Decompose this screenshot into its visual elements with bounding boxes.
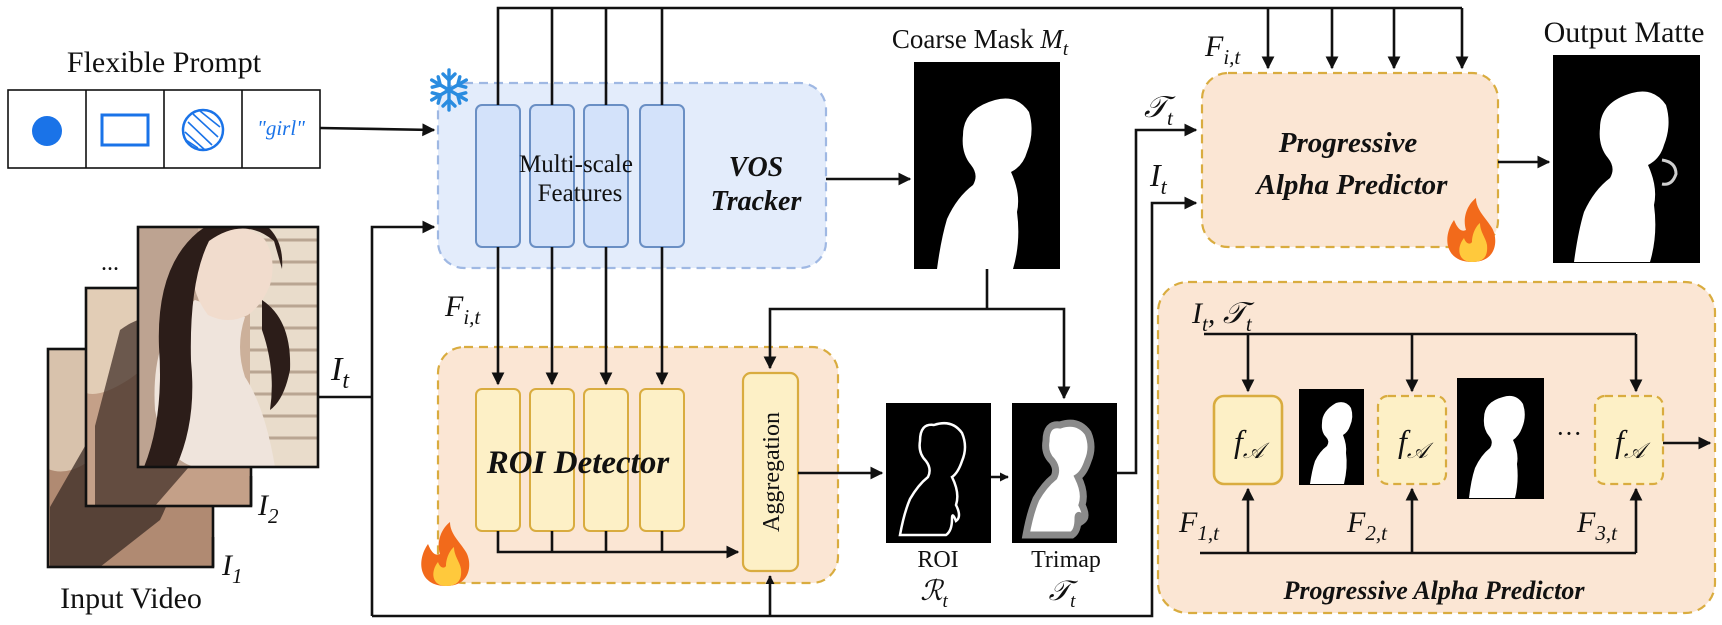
detail-inputs-label: It, 𝒯t <box>1191 297 1255 336</box>
detail-f2-label: F2,t <box>1346 506 1388 545</box>
roi-label: ROI <box>917 547 958 573</box>
alpha-block-1 <box>1212 394 1284 486</box>
roi-detector-title: ROI Detector <box>486 445 671 481</box>
alpha-block-2 <box>1376 394 1448 486</box>
point-prompt-icon <box>32 116 62 146</box>
coarse-mask-image <box>914 62 1060 269</box>
vos-title-line2: Tracker <box>711 186 803 217</box>
alpha-predictor-title-line2: Alpha Predictor <box>1255 169 1449 201</box>
features-label-line1: Multi-scale <box>519 151 633 178</box>
connections <box>318 6 1712 618</box>
predictor-image-input: It <box>1149 157 1168 199</box>
frames-ellipsis: ... <box>101 250 119 276</box>
flexible-prompt-title: Flexible Prompt <box>67 46 262 79</box>
flame-icon <box>1447 198 1496 262</box>
features-label-line2: Features <box>538 180 623 207</box>
alpha-block-3 <box>1593 394 1665 486</box>
intermediate-matte-2 <box>1457 378 1544 499</box>
trimap-label: Trimap <box>1031 547 1101 573</box>
output-matte-label: Output Matte <box>1544 16 1705 49</box>
flame-icon <box>421 522 470 586</box>
detail-f3-label: F3,t <box>1576 506 1618 545</box>
prompt-row: "girl" <box>7 89 321 169</box>
frame-2-label: I2 <box>257 489 279 528</box>
output-matte-image <box>1553 55 1700 263</box>
scribble-prompt-icon <box>181 108 225 152</box>
frame-1-label: I1 <box>221 549 243 588</box>
box-prompt-icon <box>100 113 150 147</box>
alpha-predictor-title-line1: Progressive <box>1278 127 1418 159</box>
frame-t <box>136 225 320 469</box>
snowflake-icon <box>430 68 468 112</box>
vos-title-line1: VOS <box>729 152 783 183</box>
detail-f1-label: F1,t <box>1178 506 1220 545</box>
vos-feature-label: Fi,t <box>444 290 481 329</box>
detail-panel-title: Progressive Alpha Predictor <box>1283 576 1586 605</box>
frame-t-label: It <box>330 351 350 394</box>
roi-image <box>886 403 991 543</box>
trimap-image <box>1012 403 1117 543</box>
alpha-predictor-box <box>1200 71 1500 249</box>
detail-ellipsis: ··· <box>1556 419 1582 448</box>
predictor-feature-label: Fi,t <box>1204 30 1241 69</box>
input-video-frames <box>46 225 320 569</box>
input-video-label: Input Video <box>60 582 202 615</box>
coarse-mask-label: Coarse Mask Mt <box>892 24 1069 60</box>
roi-symbol: ℛt <box>920 576 948 612</box>
text-prompt: "girl" <box>257 116 305 140</box>
trimap-symbol: 𝒯t <box>1049 576 1079 612</box>
predictor-trimap-input: 𝒯t <box>1144 91 1176 130</box>
aggregation-label: Aggregation <box>759 412 785 532</box>
intermediate-matte-1 <box>1299 389 1364 485</box>
